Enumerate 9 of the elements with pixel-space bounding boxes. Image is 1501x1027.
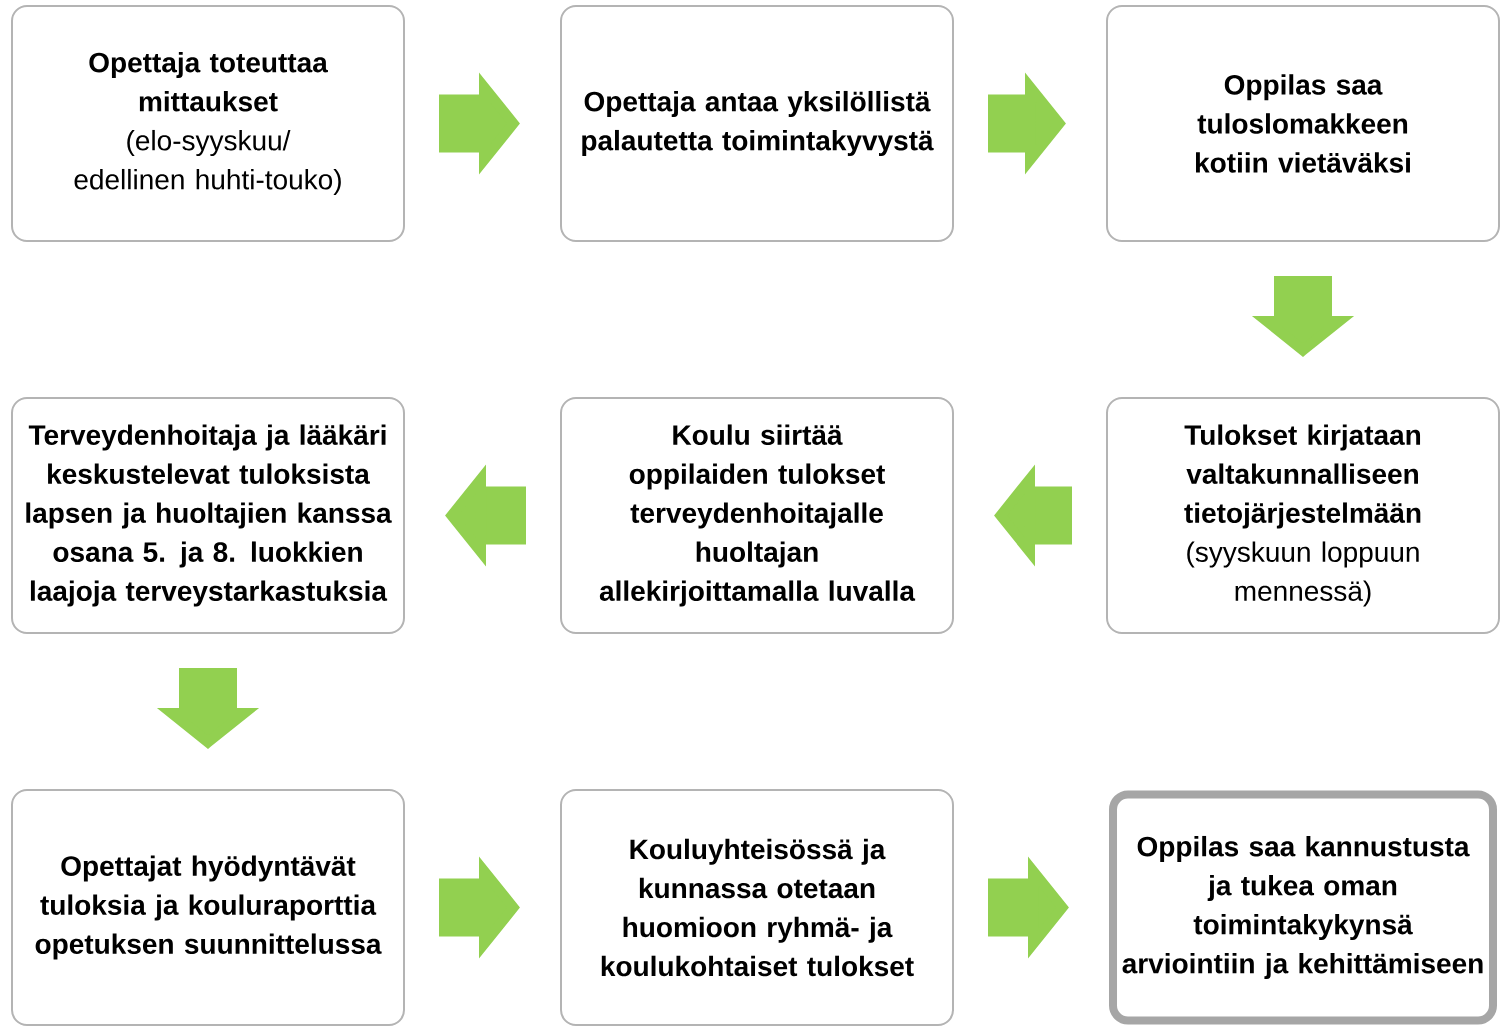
- process-box: Tulokset kirjataan valtakunnalliseen tietojärjestelmään (syyskuun loppuun mennessä): [1106, 397, 1500, 634]
- process-box: Kouluyhteisössä ja kunnassa otetaan huomioon ryhmä- ja koulukohtaiset tulokset: [560, 789, 954, 1026]
- process-box: Oppilas saa tuloslomakkeen kotiin vietäväksi: [1106, 5, 1500, 242]
- process-box: Terveydenhoitaja ja lääkäri keskustelevat tuloksista lapsen ja huoltajien kanssa osana 5. ja 8. luokkien laajoja terveystarkastuksia: [11, 397, 405, 634]
- process-box: Opettaja antaa yksilöllistä palautetta toimintakyvystä: [560, 5, 954, 242]
- process-box: Opettajat hyödyntävät tuloksia ja kouluraporttia opetuksen suunnittelussa: [11, 789, 405, 1026]
- process-box: Koulu siirtää oppilaiden tulokset terveydenhoitajalle huoltajan allekirjoittamalla luvalla: [560, 397, 954, 634]
- process-box: Opettaja toteuttaa mittaukset (elo-syyskuu/ edellinen huhti-touko): [11, 5, 405, 242]
- process-box: Oppilas saa kannustusta ja tukea oman toimintakykynsä arviointiin ja kehittämiseen: [1109, 790, 1497, 1025]
